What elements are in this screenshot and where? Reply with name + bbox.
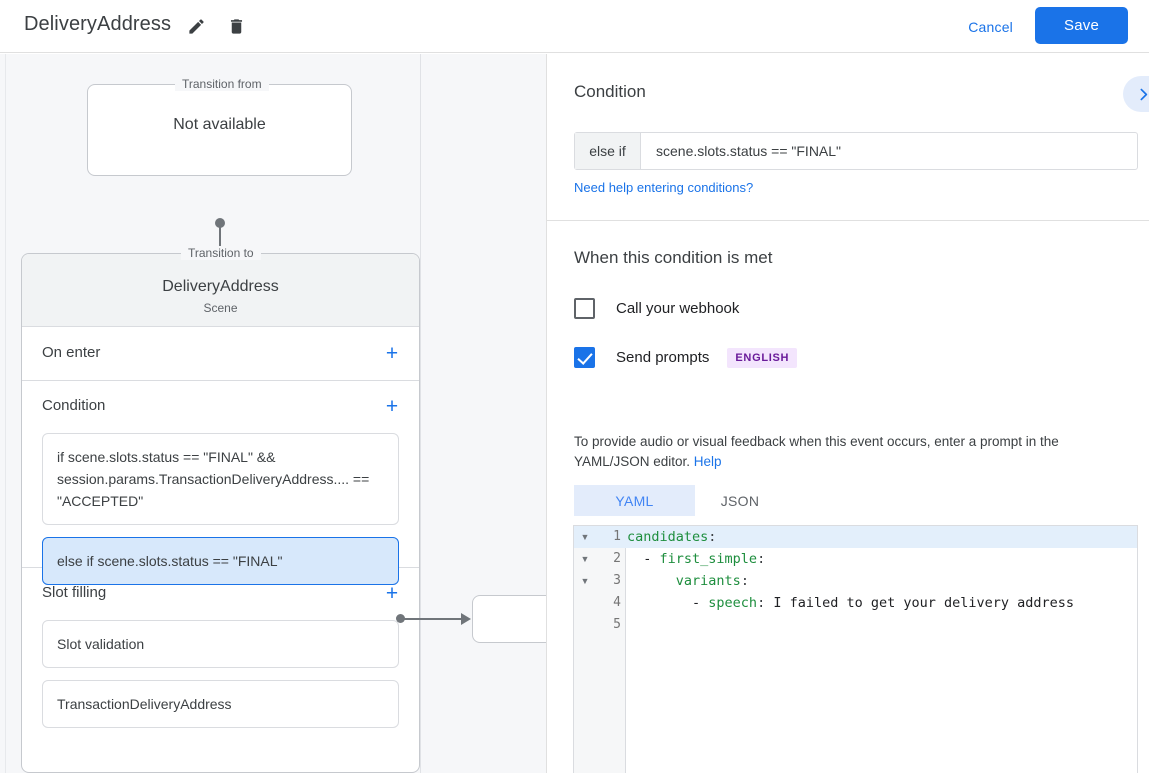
- prompt-description: To provide audio or visual feedback when…: [574, 432, 1126, 472]
- page-title: DeliveryAddress: [24, 13, 172, 35]
- transition-to-title: DeliveryAddress: [162, 278, 279, 295]
- editor-line-number: 2: [613, 551, 621, 566]
- editor-line-code: - speech: I failed to get your delivery …: [627, 595, 1075, 611]
- send-prompts-checkbox[interactable]: [574, 347, 595, 368]
- transition-from-label: Not available: [173, 116, 266, 133]
- call-webhook-row[interactable]: Call your webhook: [574, 298, 739, 319]
- section-condition: Condition + if scene.slots.status == "FI…: [22, 381, 419, 585]
- fold-caret-icon[interactable]: ▼: [580, 576, 590, 586]
- section-condition-head: Condition +: [22, 381, 419, 433]
- editor-line[interactable]: [574, 526, 1137, 548]
- condition-detail-panel: Condition else if scene.slots.status == …: [546, 54, 1149, 773]
- prompt-help-link[interactable]: Help: [693, 454, 722, 469]
- fold-caret-icon[interactable]: ▼: [580, 554, 590, 564]
- panel-divider: [547, 220, 1149, 221]
- cancel-button[interactable]: Cancel: [968, 19, 1013, 35]
- add-slot-filling-button[interactable]: +: [385, 581, 399, 605]
- fold-caret-icon[interactable]: ▼: [580, 532, 590, 542]
- condition-item-selected[interactable]: else if scene.slots.status == "FINAL": [42, 537, 399, 585]
- outgoing-edge-arrow-icon: [461, 613, 471, 625]
- editor-line-code: candidates:: [627, 529, 717, 545]
- condition-expression-input[interactable]: scene.slots.status == "FINAL": [656, 143, 842, 159]
- add-condition-button[interactable]: +: [385, 394, 399, 418]
- section-slot-filling: Slot filling + Slot validation Transacti…: [22, 568, 419, 772]
- condition-heading: Condition: [574, 82, 646, 101]
- save-button[interactable]: Save: [1035, 7, 1128, 44]
- send-prompts-label: Send prompts: [616, 349, 710, 366]
- transition-to-header: DeliveryAddress Scene: [22, 254, 419, 327]
- section-on-enter-head: On enter +: [22, 328, 419, 380]
- editor-line-number-gutter: [597, 526, 626, 773]
- canvas-right-rule: [420, 54, 421, 773]
- canvas-left-rule: [5, 54, 6, 773]
- section-slot-filling-head: Slot filling +: [22, 568, 419, 620]
- pencil-icon[interactable]: [182, 12, 210, 40]
- tab-json[interactable]: JSON: [720, 492, 760, 509]
- transition-to-legend: Transition to: [181, 246, 261, 260]
- slot-filling-item[interactable]: Slot validation: [42, 620, 399, 668]
- language-badge: ENGLISH: [727, 347, 798, 368]
- condition-prefix: else if: [575, 133, 641, 169]
- tab-yaml[interactable]: YAML: [574, 485, 695, 516]
- chevron-right-icon[interactable]: [1123, 76, 1149, 112]
- transition-from-node[interactable]: Not available: [87, 84, 352, 176]
- editor-format-tabs[interactable]: YAML JSON: [574, 485, 785, 516]
- prompt-description-text: To provide audio or visual feedback when…: [574, 434, 1059, 469]
- slot-filling-item[interactable]: TransactionDeliveryAddress: [42, 680, 399, 728]
- editor-line-code: - first_simple:: [627, 551, 766, 567]
- call-webhook-checkbox[interactable]: [574, 298, 595, 319]
- target-node-stub[interactable]: [472, 595, 546, 643]
- section-condition-title: Condition: [42, 397, 106, 414]
- connector-line: [219, 223, 221, 266]
- section-on-enter: On enter +: [22, 328, 419, 381]
- app-header: DeliveryAddress Cancel Save: [0, 0, 1149, 53]
- add-on-enter-button[interactable]: +: [385, 341, 399, 365]
- send-prompts-row[interactable]: Send prompts ENGLISH: [574, 347, 798, 368]
- yaml-code-editor[interactable]: ▼ 1 candidates: ▼ 2 - first_simple: ▼ 3 varian…: [573, 525, 1138, 773]
- editor-line-number: 1: [613, 529, 621, 544]
- section-on-enter-title: On enter: [42, 344, 101, 361]
- editor-line-number: 5: [613, 617, 621, 632]
- call-webhook-label: Call your webhook: [616, 300, 740, 317]
- transition-to-subtitle: Scene: [203, 301, 238, 315]
- when-condition-met-heading: When this condition is met: [574, 248, 773, 267]
- condition-input-row[interactable]: else if scene.slots.status == "FINAL": [574, 132, 1138, 170]
- editor-line-number: 4: [613, 595, 621, 610]
- condition-item[interactable]: if scene.slots.status == "FINAL" && sess…: [42, 433, 399, 525]
- transition-from-legend: Transition from: [175, 77, 269, 91]
- editor-fold-column: [574, 526, 597, 773]
- outgoing-edge-line: [401, 618, 463, 620]
- trash-icon[interactable]: [222, 12, 250, 40]
- transition-graph-canvas[interactable]: Not available Transition from DeliveryAd…: [0, 54, 546, 773]
- transition-to-node[interactable]: DeliveryAddress Scene On enter + Conditi…: [21, 253, 420, 773]
- section-slot-filling-title: Slot filling: [42, 584, 107, 601]
- outgoing-edge-dot: [396, 614, 405, 623]
- editor-line-code: variants:: [675, 573, 749, 589]
- editor-line[interactable]: [574, 614, 1137, 636]
- editor-line-number: 3: [613, 573, 621, 588]
- condition-help-link[interactable]: Need help entering conditions?: [574, 180, 754, 195]
